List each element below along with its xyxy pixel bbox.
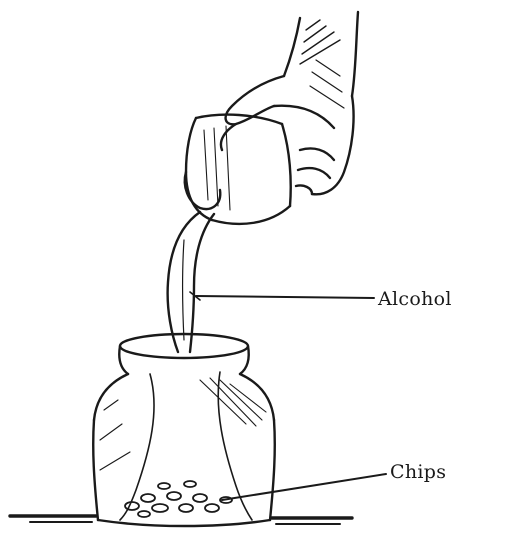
ground-line: [10, 516, 352, 524]
chips-label: Chips: [390, 461, 446, 483]
cup-icon: [185, 115, 291, 224]
jar-icon: [93, 334, 275, 526]
alcohol-stream: [168, 212, 214, 352]
alcohol-label: Alcohol: [378, 288, 452, 310]
chips-icon: [125, 481, 232, 517]
chips-pointer: [222, 474, 386, 500]
alcohol-pointer: [190, 292, 374, 300]
